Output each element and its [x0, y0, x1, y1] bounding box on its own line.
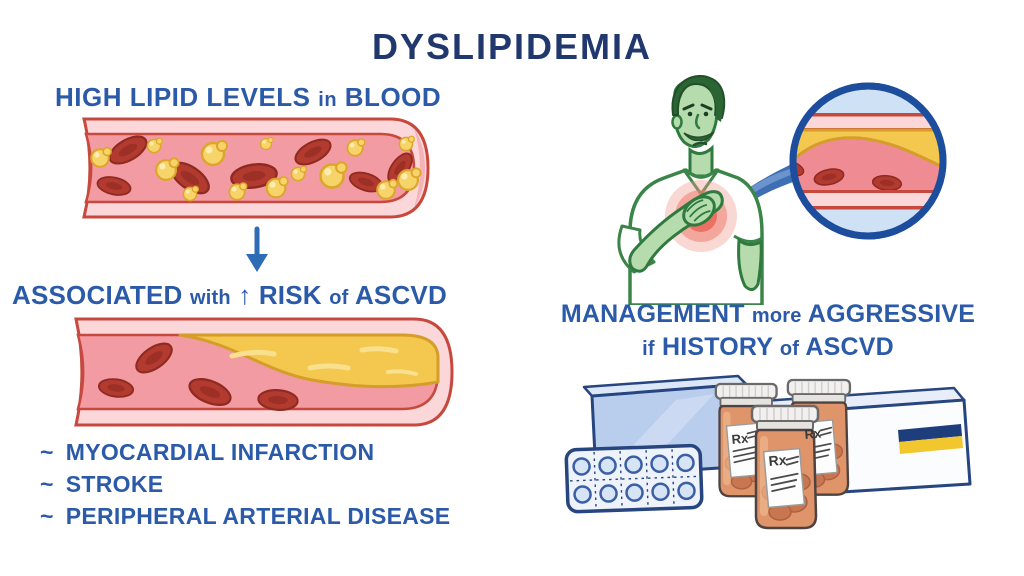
patient-right-forearm [737, 236, 763, 291]
box-navy-stripe [898, 424, 962, 442]
mgmt-part-ascvd: ASCVD [805, 333, 894, 361]
blister-pack [564, 443, 704, 514]
box-yellow-stripe [899, 436, 963, 454]
management-line2: if HISTORY of ASCVD [527, 332, 1009, 365]
mgmt-part-more: more [751, 305, 802, 327]
heading2-part-ascvd: ASCVD [354, 280, 447, 310]
heading-associated-risk: ASSOCIATED with ↑ RISK of ASCVD [12, 280, 447, 311]
mgmt-part-management: MANAGEMENT [560, 300, 745, 328]
mgmt-part-if: if [642, 338, 655, 360]
heading2-part-with: with [189, 287, 231, 309]
list-item: ~ STROKE [40, 468, 450, 500]
heading-high-lipid-levels: HIGH LIPID LEVELS in BLOOD [55, 82, 441, 113]
tilde-bullet: ~ [40, 439, 54, 465]
heading2-part-associated: ASSOCIATED [12, 280, 183, 310]
list-item: ~ MYOCARDIAL INFARCTION [40, 436, 450, 468]
patient-neck [688, 144, 714, 178]
patient-chest-pain-illustration [617, 74, 764, 305]
complications-list: ~ MYOCARDIAL INFARCTION ~ STROKE ~ PERIP… [40, 436, 450, 532]
tilde-bullet: ~ [40, 471, 54, 497]
management-text: MANAGEMENT more AGGRESSIVE if HISTORY of… [527, 299, 1009, 365]
patient-facial-features [682, 103, 715, 147]
list-item-label: STROKE [65, 471, 164, 497]
page-title: DYSLIPIDEMIA [371, 26, 653, 67]
mgmt-part-history: HISTORY [661, 333, 773, 361]
management-line1: MANAGEMENT more AGGRESSIVE [527, 299, 1009, 332]
medications-illustration: Rx Rx Rx [564, 374, 972, 530]
magnified-artery-circle [789, 82, 947, 240]
narrowed-vessel-illustration [74, 317, 454, 427]
heading2-part-risk: ↑ RISK [238, 280, 322, 310]
mgmt-part-aggressive: AGGRESSIVE [807, 300, 976, 328]
rx-label: Rx [768, 451, 787, 469]
down-arrow-icon [246, 226, 268, 272]
rx-label: Rx [731, 431, 750, 447]
rx-label: Rx [804, 426, 823, 442]
list-item-label: MYOCARDIAL INFARCTION [65, 439, 375, 465]
list-item: ~ PERIPHERAL ARTERIAL DISEASE [40, 500, 450, 532]
patient-hand-on-chest [682, 195, 716, 227]
tilde-bullet: ~ [40, 503, 54, 529]
heading1-part-main2: BLOOD [344, 82, 442, 112]
blister-pills [572, 453, 696, 504]
heading1-part-main: HIGH LIPID LEVELS [55, 82, 311, 112]
list-item-label: PERIPHERAL ARTERIAL DISEASE [65, 503, 451, 529]
patient-hair [671, 74, 726, 122]
heading2-part-of: of [329, 287, 349, 309]
plaque-buildup [178, 333, 440, 389]
heading1-part-small: in [318, 89, 338, 111]
normal-vessel-illustration [82, 117, 430, 219]
mgmt-part-of: of [779, 338, 800, 360]
magnified-artery-content [796, 113, 940, 210]
